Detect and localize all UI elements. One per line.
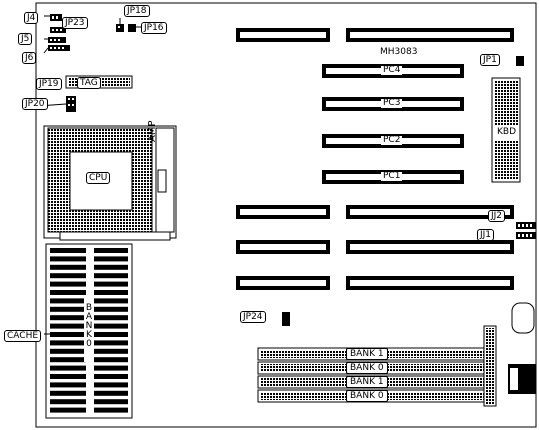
cache-sram-chip <box>50 407 86 413</box>
cpu-socket <box>43 125 177 241</box>
jp19-label: JP19 <box>36 78 62 90</box>
pci-slot-label-pc1: PC1 <box>381 171 403 181</box>
board-outline <box>35 2 537 428</box>
simm-bank-label-2: BANK 0 <box>346 362 388 374</box>
cache-label: CACHE <box>4 330 42 342</box>
cache-sram-chip <box>94 390 128 396</box>
pci-slot-label-pc2: PC2 <box>381 135 403 145</box>
cache-sram-chip <box>94 315 128 321</box>
jp1-header <box>516 56 524 66</box>
jj1-label: JJ1 <box>477 229 495 241</box>
cache-sram-chip <box>94 281 128 287</box>
jp18-label: JP18 <box>124 5 150 17</box>
isa-slots-bottom <box>236 205 514 290</box>
j6-label: J6 <box>22 52 37 64</box>
cache-sram-chip <box>94 273 128 279</box>
cache-sram-chip <box>50 306 86 312</box>
cache-sram-chip <box>50 332 86 337</box>
battery <box>511 302 535 334</box>
jp24-label: JP24 <box>240 311 266 323</box>
socket-brand-label: AMP <box>147 120 158 143</box>
cache-sram-chip <box>94 306 128 312</box>
jj2-label: JJ2 <box>488 210 506 222</box>
simm-bank-label-1: BANK 1 <box>346 348 388 360</box>
isa-slots-top <box>236 28 514 42</box>
cache-sram-chip <box>94 407 128 413</box>
cache-sram-chip <box>94 332 128 337</box>
j5-label: J5 <box>18 33 33 45</box>
cache-sram-chip <box>94 357 128 363</box>
pci-slot-label-pc4: PC4 <box>381 65 403 75</box>
cache-sram-chip <box>50 382 86 388</box>
cache-sram-chip <box>94 256 128 262</box>
pci-slots <box>322 64 464 184</box>
board-model-label: MH3083 <box>380 47 418 57</box>
cache-sram-chip <box>50 348 86 354</box>
cache-sram-chip <box>94 365 128 371</box>
cache-sram-chip <box>50 390 86 396</box>
jp16-label: JP16 <box>141 22 167 34</box>
cache-sram-chip <box>94 348 128 354</box>
cache-sram-chip <box>50 399 86 405</box>
cache-sram-chip <box>50 323 86 329</box>
cache-sram-chip <box>50 315 86 321</box>
kbd-label: KBD <box>495 127 519 137</box>
cpu-label: CPU <box>86 172 111 184</box>
cache-sram-chip <box>50 357 86 363</box>
cache-sram-chip <box>94 382 128 388</box>
cache-sram-chip <box>50 298 86 304</box>
jp24-header <box>282 312 290 326</box>
keyboard-connector <box>508 364 536 394</box>
cache-bank-label: BANK 0 <box>85 303 93 349</box>
cache-sram-chip <box>50 273 86 279</box>
cache-sram-chip <box>50 340 86 346</box>
jp1-label: JP1 <box>480 54 500 66</box>
cache-sram-chip <box>50 256 86 262</box>
cache-sram-chip <box>50 248 86 253</box>
cache-sram-block <box>45 243 133 419</box>
cache-sram-chip <box>50 290 86 295</box>
power-connector <box>483 325 497 407</box>
jp23-label: JP23 <box>62 17 88 29</box>
cache-sram-chip <box>94 298 128 304</box>
cache-sram-chip <box>50 374 86 379</box>
tag-label: TAG <box>77 77 101 89</box>
cache-sram-chip <box>50 264 86 270</box>
cache-sram-chip <box>94 374 128 379</box>
cache-sram-chip <box>94 340 128 346</box>
cache-sram-chip <box>94 264 128 270</box>
simm-bank-label-3: BANK 1 <box>346 376 388 388</box>
jp20-label: JP20 <box>22 98 48 110</box>
cache-sram-chip <box>94 323 128 329</box>
cache-sram-chip <box>50 365 86 371</box>
cache-sram-chip <box>94 290 128 295</box>
j4-label: J4 <box>24 12 39 24</box>
cache-sram-chip <box>50 281 86 287</box>
jumper-headers-top-left <box>48 14 136 51</box>
simm-bank-label-4: BANK 0 <box>346 390 388 402</box>
jj-headers <box>516 222 536 239</box>
pci-slot-label-pc3: PC3 <box>381 98 403 108</box>
cache-sram-chip <box>94 248 128 253</box>
cache-sram-chip <box>94 399 128 405</box>
